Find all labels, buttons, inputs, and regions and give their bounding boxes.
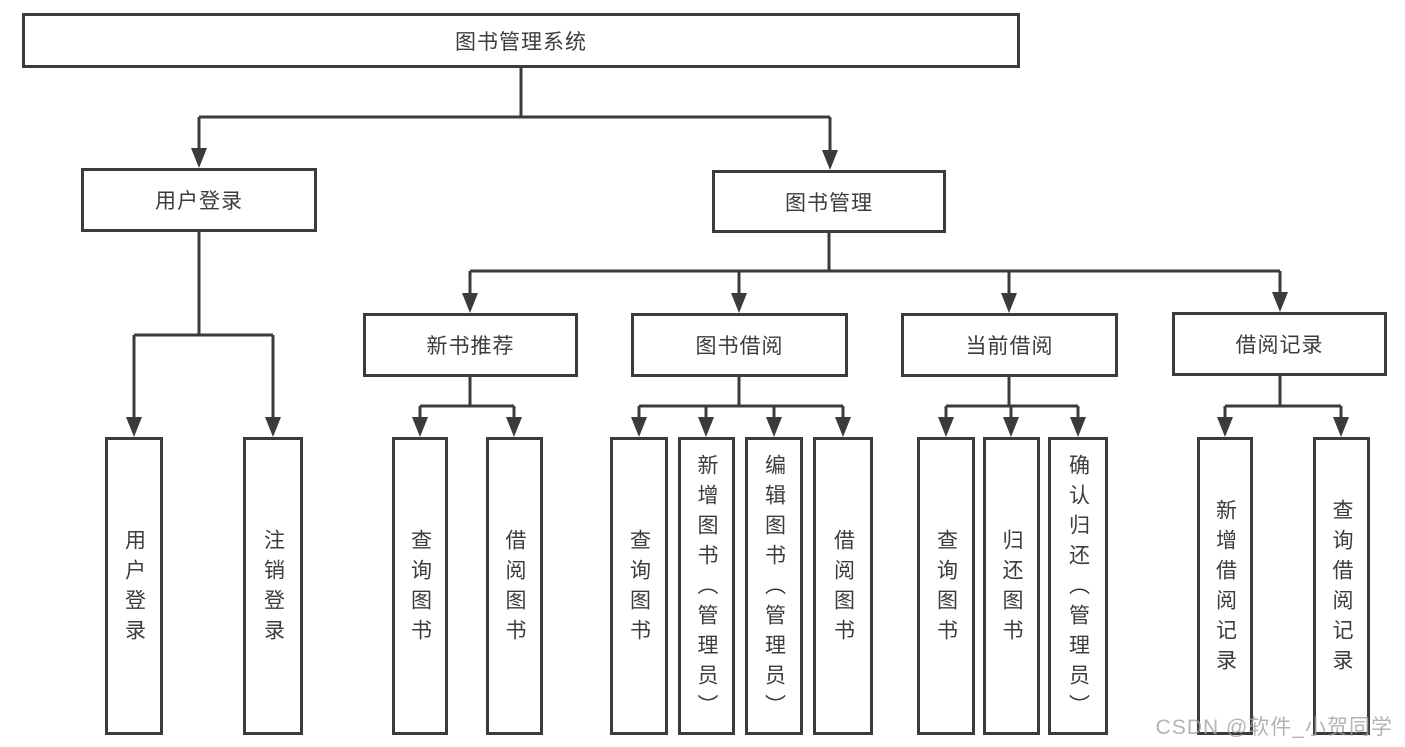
leaf-borrow-books: 借阅图书 — [813, 437, 873, 735]
leaf-query-borrow-record: 查询借阅记录 — [1313, 437, 1370, 735]
leaf-logout: 注销登录 — [243, 437, 303, 735]
node-current-borrow: 当前借阅 — [901, 313, 1118, 377]
leaf-add-borrow-record: 新增借阅记录 — [1197, 437, 1253, 735]
arrowhead-icons — [126, 148, 1349, 437]
node-new-book-recommend: 新书推荐 — [363, 313, 578, 377]
leaf-borrow-query-books: 查询图书 — [610, 437, 668, 735]
node-library-system: 图书管理系统 — [22, 13, 1020, 68]
node-book-borrow: 图书借阅 — [631, 313, 848, 377]
leaf-current-query-books: 查询图书 — [917, 437, 975, 735]
node-borrow-records: 借阅记录 — [1172, 312, 1387, 376]
leaf-edit-book-admin: 编辑图书（管理员） — [745, 437, 803, 735]
leaf-confirm-return-admin: 确认归还（管理员） — [1048, 437, 1108, 735]
leaf-user-login: 用户登录 — [105, 437, 163, 735]
node-book-management: 图书管理 — [712, 170, 946, 233]
csdn-watermark: CSDN @软件_小贺同学 — [1155, 716, 1393, 739]
leaf-recommend-query-books: 查询图书 — [392, 437, 448, 735]
leaf-add-book-admin: 新增图书（管理员） — [678, 437, 735, 735]
leaf-return-book: 归还图书 — [983, 437, 1040, 735]
node-user-login: 用户登录 — [81, 168, 317, 232]
leaf-recommend-borrow-books: 借阅图书 — [486, 437, 543, 735]
